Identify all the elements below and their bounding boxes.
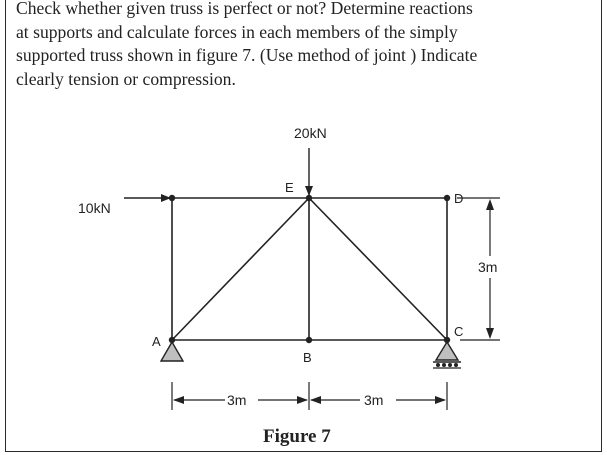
- dimension-label-height: 3m: [478, 259, 497, 275]
- member-ae: [171, 197, 310, 341]
- joint-a: [168, 336, 176, 344]
- joint-c: [443, 336, 451, 344]
- dimension-label-span-right: 3m: [364, 392, 383, 408]
- load-label-20kn: 20kN: [294, 125, 327, 141]
- figure-caption: Figure 7: [263, 426, 331, 447]
- question-line-3: supported truss shown in figure 7. (Use …: [16, 45, 478, 65]
- question-line-2: at supports and calculate forces in each…: [16, 21, 458, 42]
- question-text: Check whether given truss is perfect or …: [16, 0, 596, 91]
- node-label-c: C: [454, 324, 463, 339]
- node-label-e: E: [285, 180, 294, 195]
- member-ec: [308, 197, 448, 341]
- roller-support-c: [433, 340, 461, 369]
- span-dimension: [171, 382, 448, 410]
- dimension-label-span-left: 3m: [227, 392, 246, 408]
- question-frame: [5, 0, 602, 452]
- question-line-1: Check whether given truss is perfect or …: [16, 0, 473, 18]
- truss-members: [171, 197, 448, 341]
- joints: [168, 194, 451, 344]
- load-label-10kn: 10kN: [78, 200, 111, 216]
- question-line-4: clearly tension or compression.: [16, 68, 236, 89]
- node-label-b: B: [303, 350, 312, 365]
- joint-e: [305, 194, 313, 202]
- pin-support-a: [159, 340, 185, 362]
- joint-d: [443, 194, 451, 202]
- node-label-a: A: [152, 334, 161, 349]
- joint-b: [305, 336, 313, 344]
